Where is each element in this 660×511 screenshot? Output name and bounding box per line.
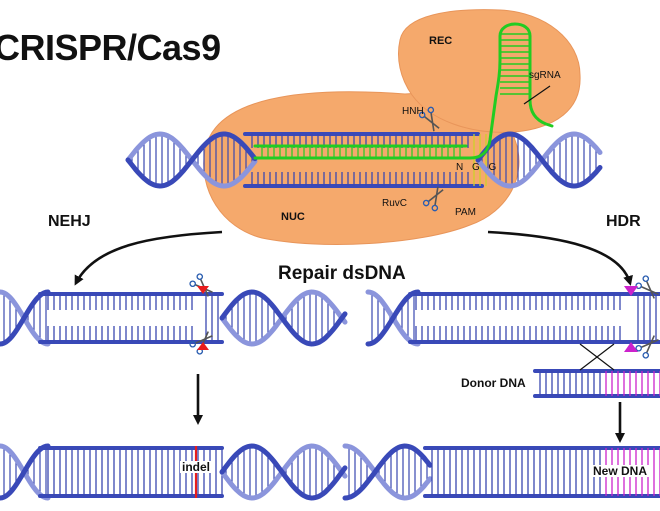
nehj-left-helix-strand-front [0,289,51,347]
sgrna-pointer [523,85,551,105]
ruvc-label: RuvC [382,198,408,209]
result-left-right-helix-strand-front [219,443,348,501]
hdr-label: HDR [606,213,641,230]
result-right-helix-strand-back [342,443,433,501]
scissors-handle [196,273,204,280]
scissors-handle [422,199,430,207]
indel-label: indel [180,460,213,474]
hdr-lower-cut-marker [624,342,638,352]
scissors-blade [430,112,435,132]
scissors-blade [194,335,213,345]
hnh-scissors-icon [418,106,440,132]
result-left-helix-strand-front [0,443,51,501]
hdr-lower-scissors-icon [635,335,659,359]
repair-label: Repair dsDNA [278,263,406,284]
crossover-line [579,343,615,371]
rec-lobe [398,9,581,133]
donor-dna-label: Donor DNA [461,376,526,390]
top-right-helix-strand-front [475,131,603,189]
scissors-blade [423,115,440,129]
ruvc-scissors-icon [422,186,444,212]
result-right-helix-strand-front [342,443,433,501]
hdr-upper-cut-marker [624,286,638,296]
cas9-protein [203,9,581,245]
hdr-arrow [487,230,633,286]
arrows [74,230,633,443]
top-left-helix-strand-front [125,131,258,189]
new-dna-label: New DNA [591,464,650,478]
scissors-handle [427,106,435,114]
nehj-label: NEHJ [48,213,91,230]
nehj-right-helix-strand-front [219,289,348,347]
hnh-label: HNH [402,106,424,117]
scissors-blade [645,335,655,354]
nehj-lower-cut-marker [197,342,209,350]
scissors-handle [431,204,439,212]
sgrna-backbone [253,22,554,160]
top-right-helix-strand-back [475,131,603,189]
nehj-arrow [74,230,223,286]
hdr-left-helix-strand-front [365,289,421,347]
scissors-handle [642,275,650,282]
scissors-blade [434,186,439,206]
sgrna-strand [253,22,554,160]
rec-domain-label: REC [429,35,453,47]
dna-strands [0,131,660,501]
scissors-blade [640,339,659,349]
ngg-label: N G G [456,162,500,173]
markers [189,106,659,359]
scissors-handle [642,352,650,359]
nuc-domain-label: NUC [281,211,305,223]
diagram-title: CRISPR/Cas9 [0,27,221,68]
nehj-upper-cut-marker [197,286,209,294]
scissors-handle [418,111,426,119]
scissors-blade [640,285,659,295]
pam-label: PAM [455,207,476,218]
scissors-handle [635,344,642,352]
scissors-blade [427,189,444,203]
scissors-handle [189,340,196,348]
sgrna-label: sgRNA [529,70,561,81]
scissors-blade [645,280,655,299]
hdr-upper-scissors-icon [635,275,659,299]
scissors-handle [189,280,196,288]
